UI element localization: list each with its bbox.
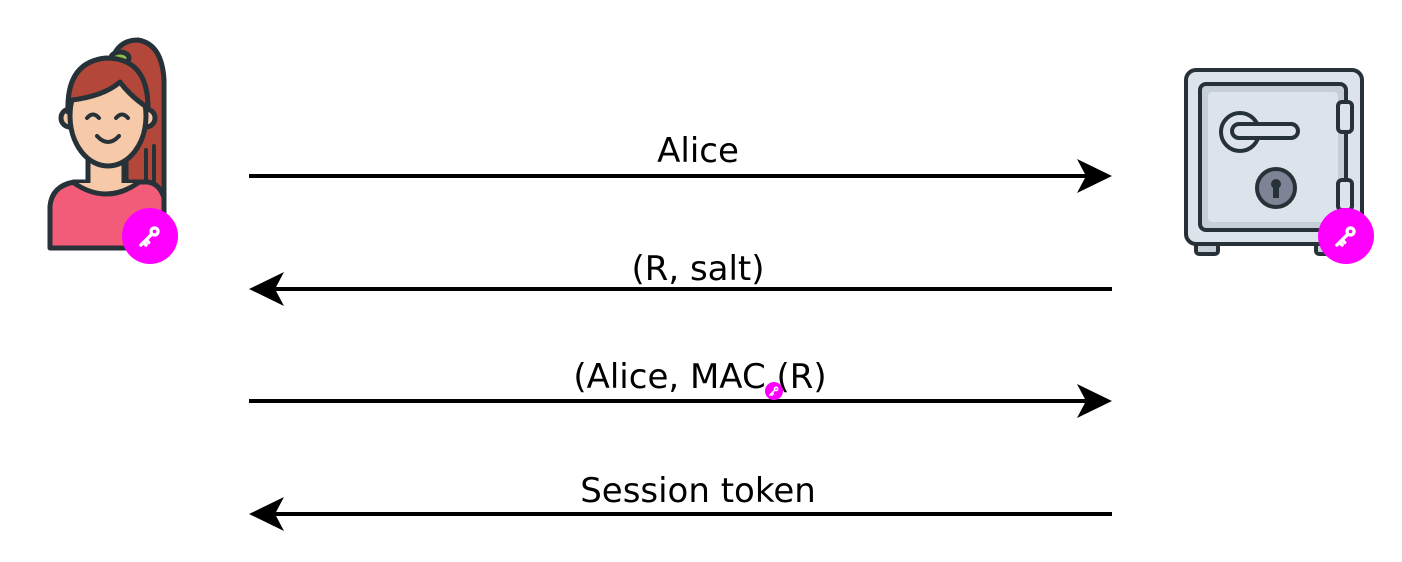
safe-vault-icon — [1184, 68, 1364, 256]
message-1-label: Alice — [657, 131, 739, 171]
arrow-left-icon — [249, 272, 284, 306]
message-2-label: (R, salt) — [631, 249, 764, 289]
message-4-label: Session token — [580, 471, 816, 511]
message-3-key-badge — [765, 382, 783, 400]
client-avatar — [47, 37, 178, 264]
message-3: (Alice, MAC (R) — [249, 357, 1112, 418]
server-key-badge — [1318, 208, 1374, 264]
message-3-label: (Alice, MAC (R) — [573, 357, 826, 397]
message-4: Session token — [249, 471, 1112, 531]
message-2: (R, salt) — [249, 249, 1112, 306]
arrow-right-icon — [1077, 384, 1112, 418]
server-safe — [1184, 68, 1374, 264]
message-1: Alice — [249, 131, 1112, 193]
arrow-right-icon — [1077, 159, 1112, 193]
woman-avatar-icon — [47, 37, 167, 251]
client-key-badge — [122, 208, 178, 264]
arrow-left-icon — [249, 497, 284, 531]
